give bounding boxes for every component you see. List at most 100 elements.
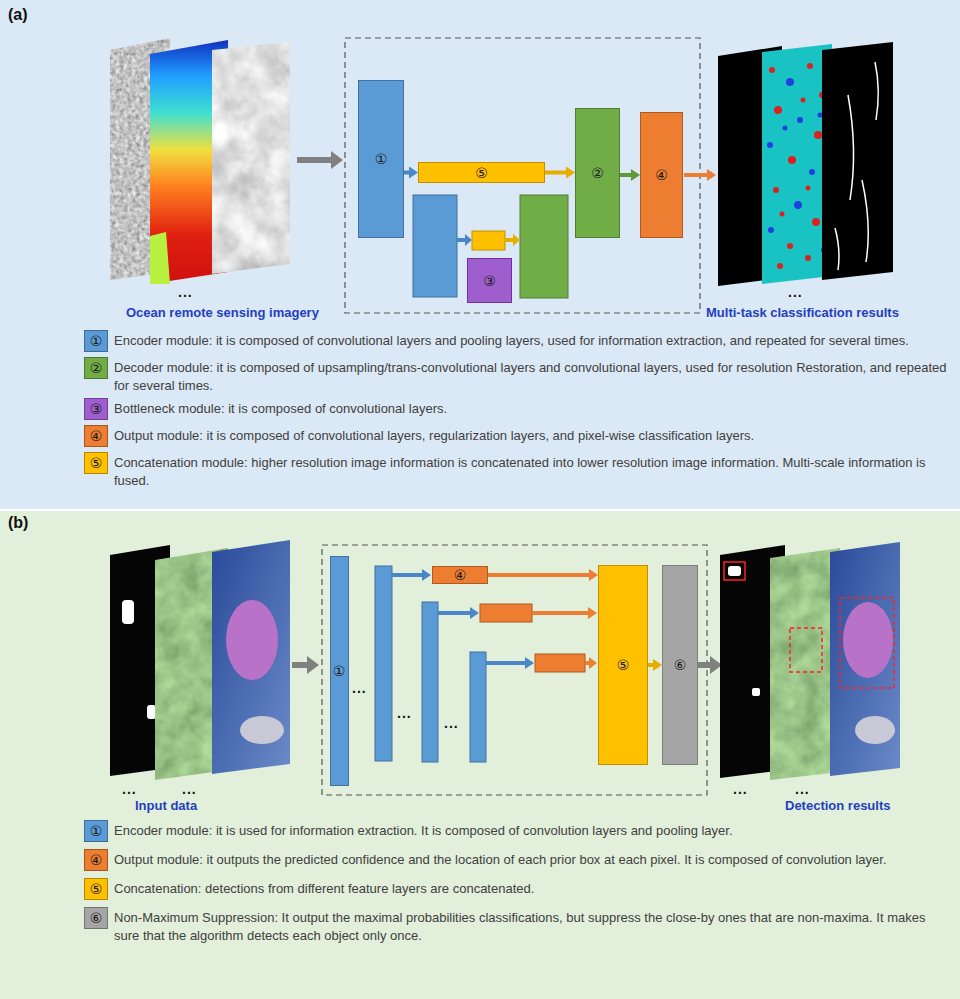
arrow-head [653, 659, 662, 671]
legend-text: Concatenation: detections from different… [114, 880, 950, 898]
encoder-bar [375, 566, 392, 761]
result-image [770, 548, 840, 780]
callout-number: ⑤ [84, 878, 108, 900]
callout-number: ② [84, 357, 108, 379]
connector-arrow [620, 169, 640, 181]
flow-arrow [438, 607, 479, 619]
connector-arrow [488, 569, 598, 581]
front-lines [862, 180, 868, 262]
map-dots [783, 126, 788, 131]
map-dots [767, 142, 773, 148]
front-lines [848, 95, 854, 200]
map-dots [814, 131, 822, 139]
encoder-block [413, 195, 457, 297]
map-dots [769, 67, 775, 73]
front-lines [835, 62, 878, 270]
ellipsis: ... [178, 284, 193, 300]
connector-arrow [545, 167, 575, 179]
output-caption: Multi-task classification results [706, 305, 899, 320]
output-block: ④ [640, 112, 683, 238]
connector-line [620, 173, 632, 177]
ellipsis: ... [733, 781, 748, 797]
map-dots [777, 263, 783, 269]
map-dots [812, 218, 820, 226]
encoder-bar: ① [330, 556, 349, 786]
panel-label: (a) [8, 6, 28, 24]
detection-box [790, 628, 822, 672]
ellipsis: ... [788, 284, 803, 300]
module-number: ④ [454, 568, 467, 582]
connector-line [488, 573, 590, 577]
module-number: ⑤ [617, 658, 630, 672]
legend-text: Decoder module: it is composed of upsamp… [114, 359, 950, 395]
panel-ground [0, 511, 960, 999]
arrow-head [409, 167, 418, 179]
input-arrow [292, 656, 319, 674]
front-lines [875, 62, 878, 120]
map-dots [797, 117, 803, 123]
flow-arrow [585, 657, 597, 669]
ellipsis: ... [352, 680, 367, 696]
flow-arrow [392, 569, 431, 581]
underwater-image [212, 540, 290, 774]
module-number: ① [375, 152, 388, 166]
rock [240, 716, 284, 744]
coral [843, 602, 893, 678]
flow-arrow [486, 657, 534, 669]
result-image [822, 42, 893, 280]
result-image [762, 44, 832, 284]
panel-label: (b) [8, 514, 28, 532]
arrow-head [589, 569, 598, 581]
concat-bar [472, 231, 505, 250]
ellipsis: ... [182, 781, 197, 797]
ellipsis: ... [795, 781, 810, 797]
decoder-block [520, 195, 568, 298]
map-dots [773, 187, 779, 193]
target-blob [728, 566, 741, 576]
ellipsis: ... [444, 715, 459, 731]
output-caption: Detection results [785, 798, 890, 813]
output-block [480, 604, 532, 622]
connector-arrow [648, 659, 662, 671]
rock [855, 716, 895, 744]
callout-number: ① [84, 330, 108, 352]
callout-number: ⑤ [84, 452, 108, 474]
map-dots [767, 63, 828, 269]
flow-arrow [532, 607, 597, 619]
map-dots [786, 78, 794, 86]
output-arrow [684, 169, 716, 181]
target-blob [122, 600, 134, 624]
map-dots [787, 243, 793, 249]
front-lines [835, 228, 839, 270]
callout-number: ⑥ [84, 907, 108, 929]
module-number: ① [333, 664, 346, 678]
map-dots [805, 255, 811, 261]
arrow-head [566, 167, 575, 179]
flow-arrow [505, 234, 520, 246]
module-number: ④ [655, 168, 668, 182]
legend-text: Output module: it is composed of convolu… [114, 427, 950, 445]
output-block: ④ [432, 566, 488, 584]
input-caption: Input data [135, 798, 197, 813]
legend-text: Non-Maximum Suppression: It output the m… [114, 909, 950, 945]
legend-text: Output module: it outputs the predicted … [114, 851, 950, 869]
result-image [830, 542, 900, 776]
callout-number: ① [84, 820, 108, 842]
decoder-block: ② [575, 108, 620, 238]
detection-box [840, 598, 894, 688]
map-dots [801, 98, 806, 103]
module-number: ⑥ [674, 658, 687, 672]
callout-number: ④ [84, 849, 108, 871]
map-dots [780, 212, 785, 217]
input-caption: Ocean remote sensing imagery [126, 305, 319, 320]
concat-bar: ⑤ [418, 162, 545, 183]
legend-text: Encoder module: it is composed of convol… [114, 332, 950, 350]
arrow-head [631, 169, 640, 181]
input-arrow [297, 151, 343, 169]
map-dots [807, 63, 813, 69]
callout-number: ③ [84, 398, 108, 420]
panel-ground [0, 0, 960, 509]
concat-block: ⑤ [598, 565, 648, 765]
network-frame [345, 38, 700, 313]
